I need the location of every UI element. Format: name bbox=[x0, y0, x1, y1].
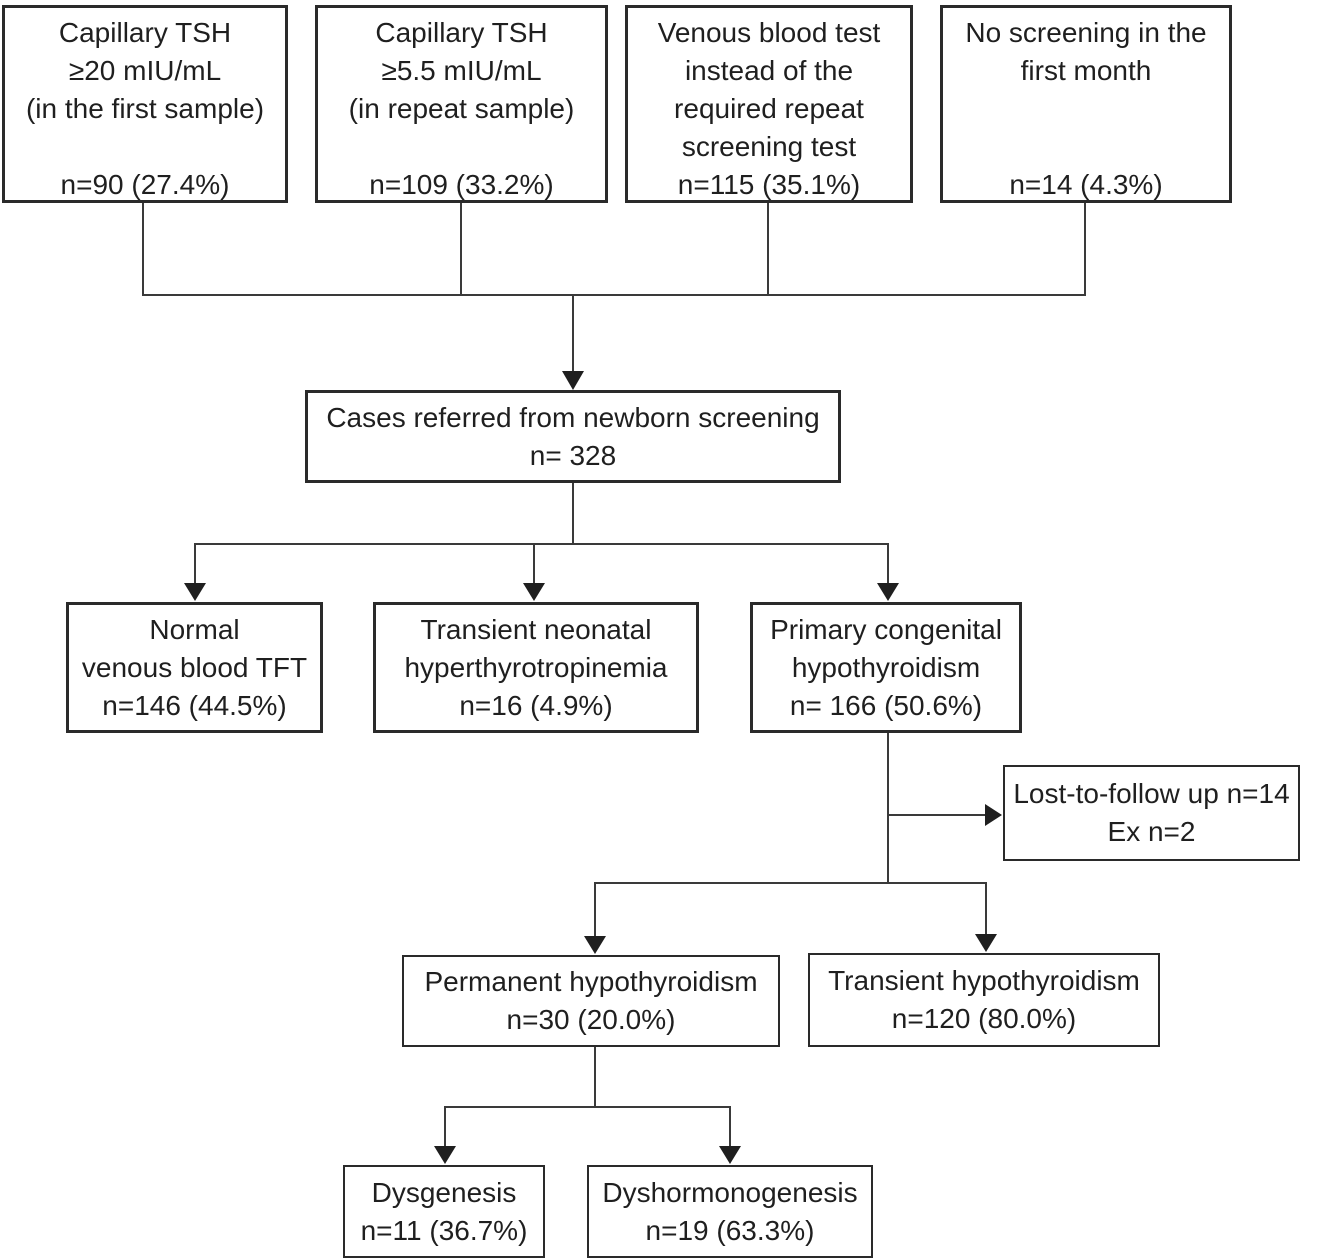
node-text-line: ≥20 mIU/mL bbox=[68, 55, 222, 86]
node-count: n=120 (80.0%) bbox=[891, 1003, 1077, 1034]
node-no-screening: No screening in the first month n=14 (4.… bbox=[940, 5, 1232, 203]
spacer bbox=[943, 128, 1229, 166]
node-count: n=16 (4.9%) bbox=[459, 689, 613, 721]
node-dyshormonogenesis: Dyshormonogenesis n=19 (63.3%) bbox=[587, 1165, 873, 1258]
arrowhead-down-icon bbox=[975, 934, 997, 952]
node-text-line: hyperthyrotropinemia bbox=[404, 651, 668, 683]
node-text-line: Permanent hypothyroidism bbox=[424, 966, 758, 997]
node-text-line: Transient neonatal bbox=[420, 613, 652, 645]
node-text-line: Transient hypothyroidism bbox=[828, 965, 1140, 996]
node-text-line: Dysgenesis bbox=[371, 1176, 517, 1208]
node-venous-blood-test: Venous blood test instead of the require… bbox=[625, 5, 913, 203]
node-text-line: first month bbox=[1020, 55, 1152, 86]
node-capillary-tsh-repeat: Capillary TSH ≥5.5 mIU/mL (in repeat sam… bbox=[315, 5, 608, 203]
connector-primary-trunk bbox=[887, 733, 1002, 884]
arrowhead-down-icon bbox=[434, 1146, 456, 1164]
node-text-line: screening test bbox=[681, 131, 857, 162]
arrowhead-down-icon bbox=[523, 583, 545, 601]
arrowhead-right-icon bbox=[985, 804, 1002, 826]
node-text-line: ≥5.5 mIU/mL bbox=[381, 55, 542, 86]
node-count: n=14 (4.3%) bbox=[1009, 169, 1163, 200]
node-transient-hypothyroidism: Transient hypothyroidism n=120 (80.0%) bbox=[808, 953, 1160, 1047]
node-normal-venous-tft: Normal venous blood TFT n=146 (44.5%) bbox=[66, 602, 323, 733]
connector-cases-split bbox=[184, 483, 899, 601]
node-text-line: No screening in the bbox=[965, 17, 1207, 48]
node-text-line: Capillary TSH bbox=[58, 17, 232, 48]
node-text-line: instead of the bbox=[684, 55, 854, 86]
node-text-line: Primary congenital bbox=[770, 613, 1002, 645]
node-cases-referred: Cases referred from newborn screening n=… bbox=[305, 390, 841, 483]
arrowhead-down-icon bbox=[719, 1146, 741, 1164]
node-permanent-hypothyroidism: Permanent hypothyroidism n=30 (20.0%) bbox=[402, 955, 780, 1047]
spacer bbox=[943, 90, 1229, 128]
node-count: n= 328 bbox=[529, 439, 617, 471]
node-text-line: (in repeat sample) bbox=[348, 93, 575, 124]
arrowhead-down-icon bbox=[184, 583, 206, 601]
node-capillary-tsh-first: Capillary TSH ≥20 mIU/mL (in the first s… bbox=[2, 5, 288, 203]
connector-bus-to-cases bbox=[562, 295, 584, 390]
node-count: n=30 (20.0%) bbox=[506, 1004, 676, 1035]
node-text-line: Dyshormonogenesis bbox=[602, 1176, 858, 1208]
node-primary-congenital-hypothyroidism: Primary congenital hypothyroidism n= 166… bbox=[750, 602, 1022, 733]
node-count: n=115 (35.1%) bbox=[677, 169, 861, 200]
spacer bbox=[318, 128, 605, 166]
node-count: n=11 (36.7%) bbox=[360, 1214, 528, 1246]
arrowhead-down-icon bbox=[562, 371, 584, 390]
node-text-line: Ex n=2 bbox=[1107, 816, 1196, 847]
node-text-line: Capillary TSH bbox=[375, 17, 548, 48]
node-text-line: (in the first sample) bbox=[25, 93, 265, 124]
node-dysgenesis: Dysgenesis n=11 (36.7%) bbox=[343, 1165, 545, 1258]
connector-permanent-transient-split bbox=[584, 882, 997, 954]
node-count: n=19 (63.3%) bbox=[645, 1214, 815, 1246]
node-text-line: venous blood TFT bbox=[81, 651, 308, 683]
connector-top-bus bbox=[142, 203, 1086, 296]
node-text-line: Cases referred from newborn screening bbox=[326, 401, 820, 433]
node-text-line: Normal bbox=[149, 613, 240, 645]
spacer bbox=[5, 128, 285, 166]
node-count: n=146 (44.5%) bbox=[102, 689, 287, 721]
node-count: n=90 (27.4%) bbox=[60, 169, 230, 200]
node-transient-neonatal-hyperthyrotropinemia: Transient neonatal hyperthyrotropinemia … bbox=[373, 602, 699, 733]
node-lost-to-followup: Lost-to-follow up n=14 Ex n=2 bbox=[1003, 765, 1300, 861]
node-count: n=109 (33.2%) bbox=[369, 169, 554, 200]
node-text-line: Venous blood test bbox=[657, 17, 881, 48]
node-text-line: required repeat bbox=[674, 93, 864, 124]
node-text-line: hypothyroidism bbox=[791, 651, 981, 683]
connector-etiology-split bbox=[434, 1047, 741, 1164]
node-count: n= 166 (50.6%) bbox=[789, 689, 983, 721]
arrowhead-down-icon bbox=[877, 583, 899, 601]
arrowhead-down-icon bbox=[584, 936, 606, 954]
node-text-line: Lost-to-follow up n=14 bbox=[1013, 778, 1290, 809]
